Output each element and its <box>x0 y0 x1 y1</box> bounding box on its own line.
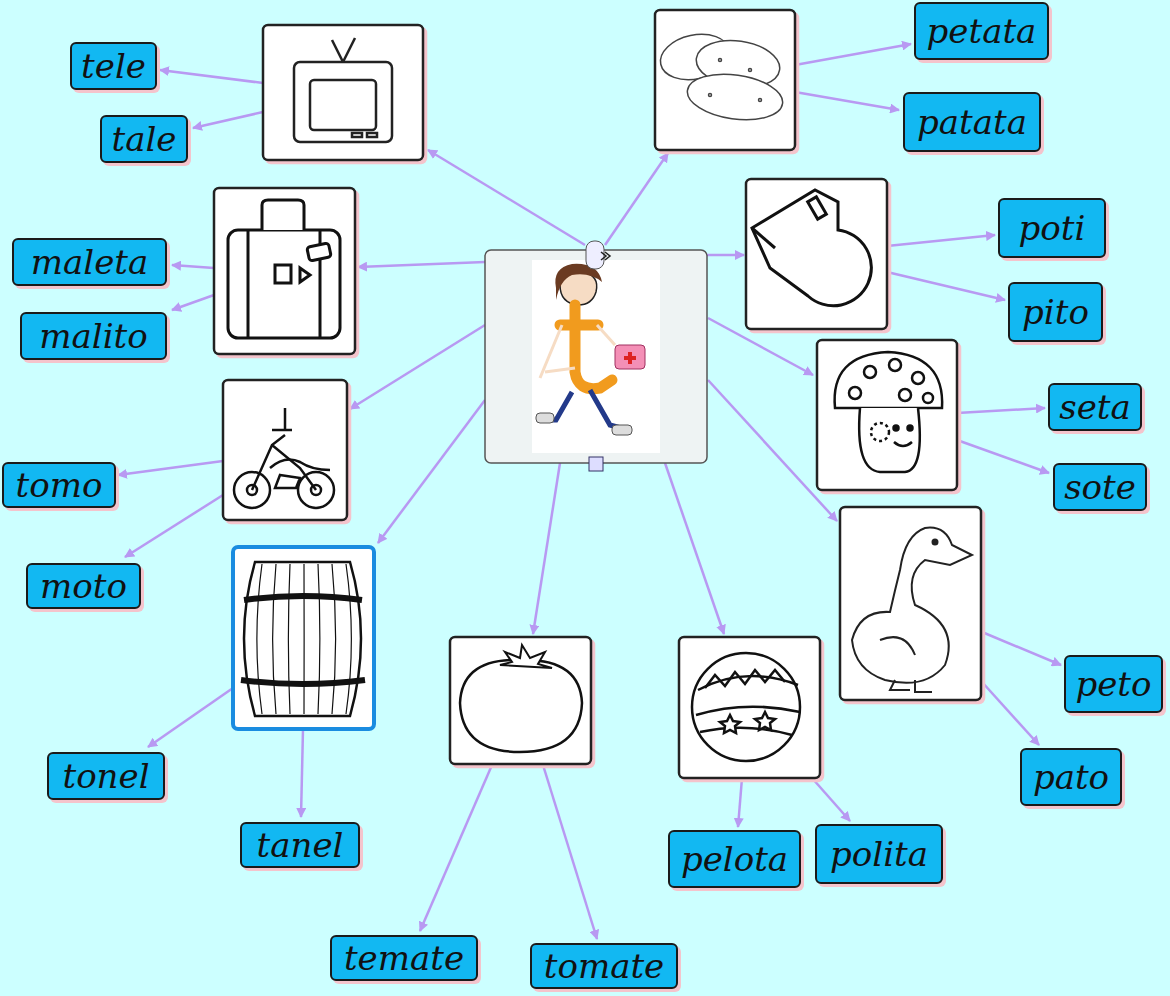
word-box: peto <box>1064 655 1163 713</box>
word-box: tomate <box>530 943 678 989</box>
tv-drawing <box>294 38 392 142</box>
word-box: patata <box>903 92 1041 152</box>
word-box: tele <box>70 42 157 90</box>
word-box: petata <box>914 2 1049 60</box>
word-label: tanel <box>257 828 344 862</box>
word-box: maleta <box>12 238 167 286</box>
word-label: tele <box>81 49 146 83</box>
barrel-drawing <box>241 562 365 716</box>
ball-drawing <box>692 653 800 761</box>
word-box: polita <box>815 824 943 884</box>
word-box: malito <box>20 312 167 360</box>
picture-frames <box>214 10 981 778</box>
word-box: tanel <box>240 822 360 868</box>
word-box: tale <box>100 115 188 163</box>
suitcase-drawing <box>228 200 340 338</box>
word-box: temate <box>330 935 478 981</box>
word-label: peto <box>1075 667 1151 701</box>
word-label: temate <box>344 941 464 975</box>
tomato-drawing <box>460 645 582 752</box>
word-label: polita <box>830 837 928 871</box>
word-box: poti <box>998 198 1106 258</box>
word-label: maleta <box>31 245 148 279</box>
mushroom-drawing <box>835 352 943 472</box>
word-box: tomo <box>2 462 116 508</box>
word-label: pito <box>1022 295 1089 329</box>
word-label: poti <box>1019 211 1086 245</box>
word-label: patata <box>917 105 1027 139</box>
word-box: pelota <box>668 830 801 888</box>
word-box: moto <box>26 563 141 609</box>
motorbike-drawing <box>234 408 334 508</box>
word-box: sote <box>1053 463 1147 511</box>
letter-t-character <box>532 241 660 471</box>
word-label: tonel <box>62 759 149 793</box>
word-label: pelota <box>681 842 788 876</box>
word-label: seta <box>1059 390 1131 424</box>
word-label: moto <box>40 569 127 603</box>
word-box: seta <box>1048 383 1142 431</box>
duck-drawing <box>852 528 972 692</box>
word-label: tale <box>112 122 177 156</box>
word-box: pato <box>1020 748 1122 806</box>
potatoes-drawing <box>656 28 785 125</box>
word-label: tomate <box>544 949 664 983</box>
whistle-drawing <box>752 190 871 306</box>
word-box: pito <box>1008 282 1103 342</box>
word-label: malito <box>39 319 147 353</box>
arrows <box>118 44 1061 939</box>
word-label: sote <box>1064 470 1136 504</box>
word-label: pato <box>1033 760 1109 794</box>
word-label: tomo <box>16 468 103 502</box>
word-box: tonel <box>47 752 165 800</box>
word-label: petata <box>927 14 1037 48</box>
